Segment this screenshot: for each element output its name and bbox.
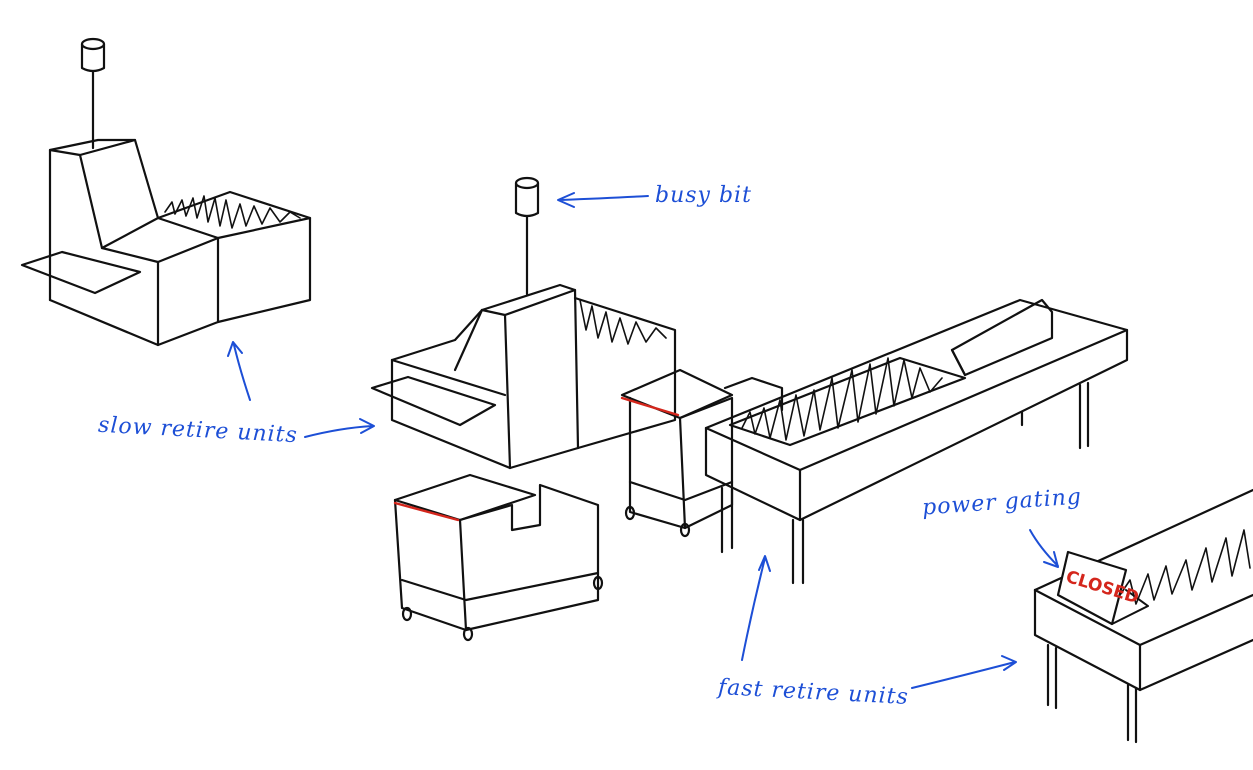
fast-retire-arrow-right (912, 656, 1016, 688)
busy-bit-arrow (558, 193, 648, 207)
busy-lamp-icon (516, 178, 538, 294)
slow-unit-left-scribble (165, 196, 300, 228)
busy-lamp-icon (82, 39, 104, 148)
cart-middle (622, 370, 782, 536)
fast-retire-unit-right (1035, 490, 1253, 742)
power-gating-arrow (1030, 530, 1058, 567)
slow-retire-arrow-right (305, 419, 374, 437)
closed-sign-icon: CLOSED (1058, 552, 1148, 624)
annotation-arrows (228, 193, 1058, 688)
slow-retire-arrow-up (228, 342, 250, 400)
fast-retire-unit-center (706, 300, 1127, 583)
label-busy-bit: busy bit (655, 183, 752, 208)
slow-retire-unit-left (22, 39, 310, 345)
cart-left (395, 475, 602, 640)
fast-retire-arrow-up (742, 556, 770, 660)
cart-left-red-edge (395, 503, 458, 520)
